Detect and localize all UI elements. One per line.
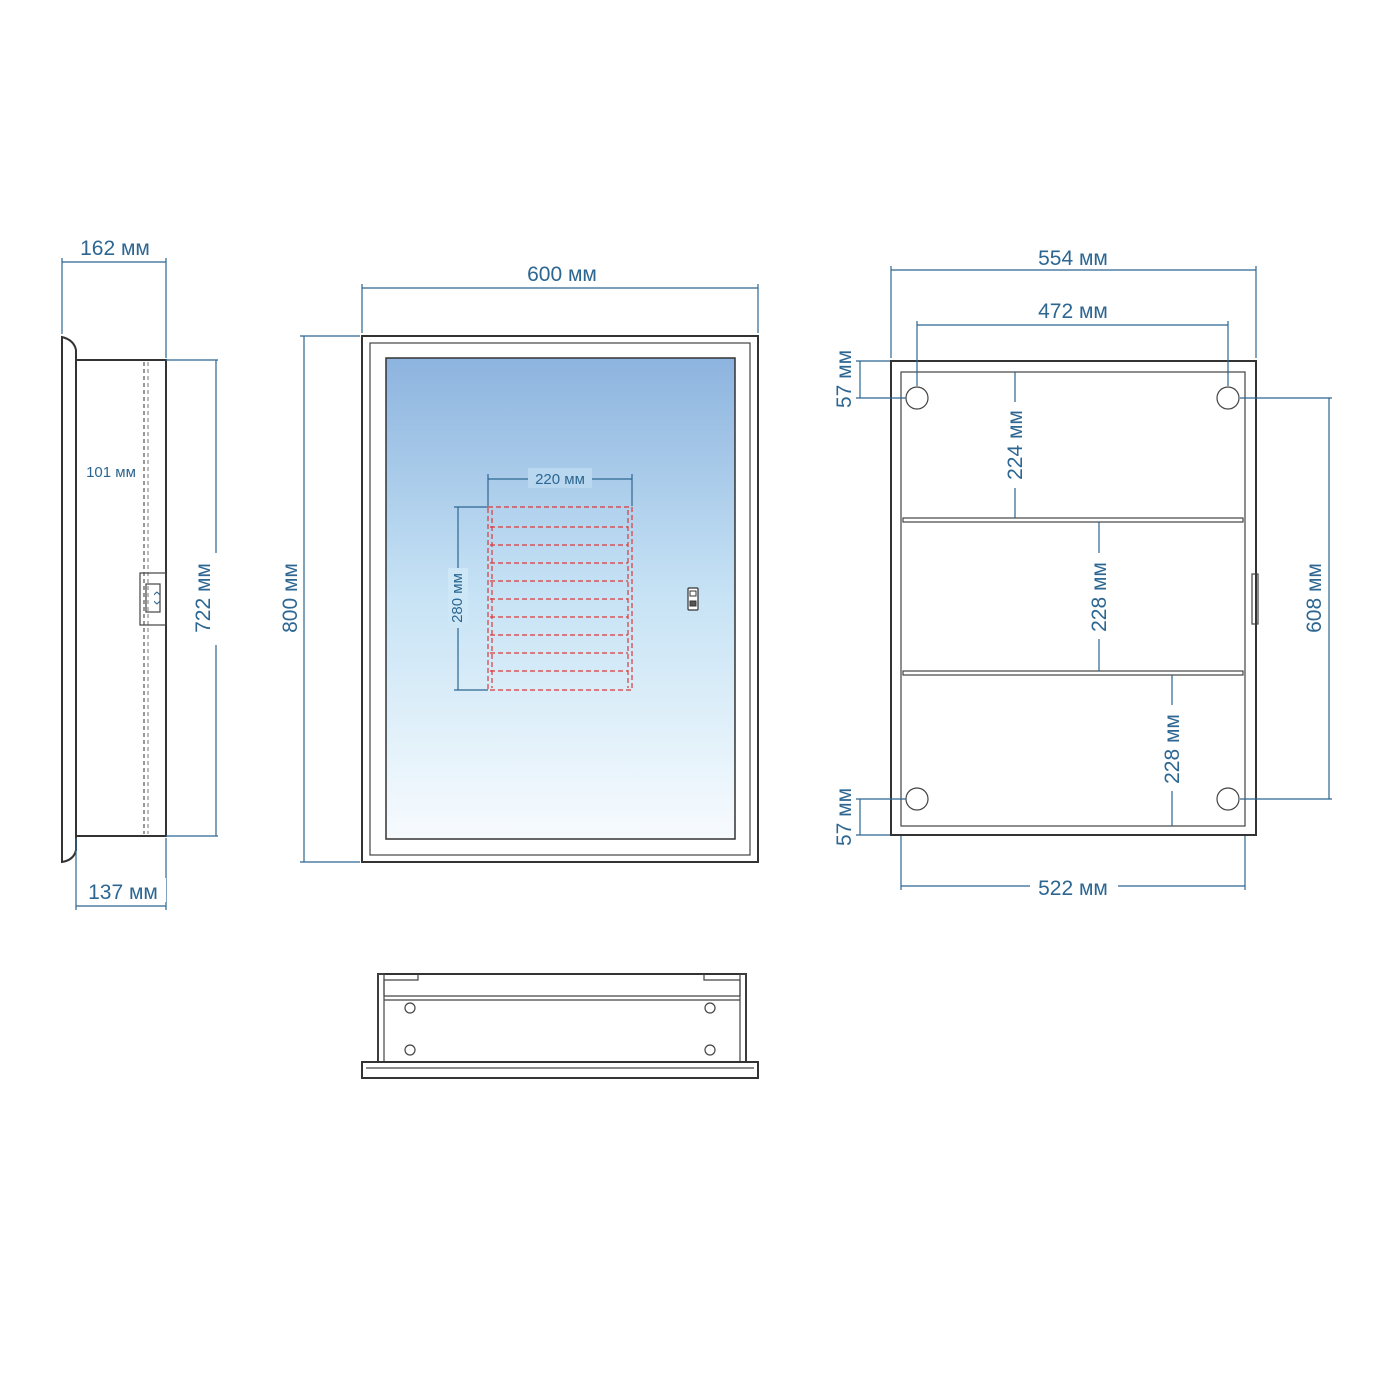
interior-hinge-plate: [1251, 573, 1259, 625]
dim-mount-height: 608 мм: [1303, 563, 1326, 633]
dim-280-bg: [448, 568, 468, 628]
dim-interior-width-inner: 522 мм: [1038, 877, 1108, 900]
front-view: 600 мм 800 мм 220 мм 280 мм: [279, 263, 759, 863]
dim-shelf-3: 228 мм: [1161, 714, 1184, 784]
dim-mount-spacing: 472 мм: [1038, 300, 1108, 323]
top-bracket-left: [383, 974, 419, 996]
mounting-hole-icon: [404, 1002, 416, 1014]
dim-228-mid-bg: [1087, 553, 1111, 639]
mounting-hole-icon: [404, 1044, 416, 1056]
mounting-hole-icon: [1216, 787, 1240, 811]
dim-heater-height: 280 мм: [449, 573, 466, 623]
dim-522-bg: [1030, 874, 1118, 898]
side-socket-inner: [145, 583, 161, 613]
top-door-slab: [361, 1061, 759, 1079]
dim-top-offset: 57 мм: [833, 350, 856, 408]
top-body: [377, 973, 747, 1063]
dim-shelf-1: 224 мм: [1004, 410, 1027, 480]
side-socket-symbol: ‹ ›: [149, 591, 166, 605]
dim-side-depth-inner: 101 мм: [86, 464, 136, 481]
front-frame-inner: [369, 342, 751, 856]
dim-shelf-2: 228 мм: [1088, 562, 1111, 632]
heater-zone: [487, 506, 633, 691]
mounting-hole-icon: [905, 787, 929, 811]
shelf-2: [902, 670, 1244, 676]
top-view: [361, 973, 759, 1079]
front-frame-outer: [361, 335, 759, 863]
dim-side-width-top: 162 мм: [80, 237, 150, 260]
dim-front-width-top: 600 мм: [527, 263, 597, 286]
shelf-1: [902, 517, 1244, 523]
interior-view: 554 мм 472 мм 57 мм 224 мм 228 мм 228 мм…: [833, 247, 1332, 900]
interior-inner: [900, 371, 1246, 827]
side-socket: [139, 572, 167, 626]
mounting-hole-icon: [704, 1044, 716, 1056]
dim-bottom-offset: 57 мм: [833, 788, 856, 846]
top-bracket-right: [703, 974, 741, 996]
dim-220-bg: [528, 468, 592, 488]
dim-side-width-bottom: 137 мм: [88, 881, 158, 904]
dim-228-low-bg: [1160, 705, 1184, 791]
heater-coils: [490, 510, 629, 688]
dim-side-height-right: 722 мм: [192, 563, 215, 633]
front-mirror: [385, 357, 736, 840]
interior-body: [890, 360, 1257, 836]
dim-224-bg: [1003, 402, 1027, 488]
dim-front-height-left: 800 мм: [279, 563, 302, 633]
dim-heater-width: 220 мм: [535, 471, 585, 488]
touch-switch-icon[interactable]: [687, 587, 699, 611]
side-door-profile: [61, 335, 77, 864]
dim-137-bg: [82, 878, 166, 902]
mounting-hole-icon: [905, 386, 929, 410]
dim-722-bg: [204, 553, 228, 645]
dim-interior-width-outer: 554 мм: [1038, 247, 1108, 270]
mounting-hole-icon: [1216, 386, 1240, 410]
side-view: ‹ › 162 мм 101 мм 722 мм 137 мм: [61, 237, 228, 910]
mounting-hole-icon: [704, 1002, 716, 1014]
